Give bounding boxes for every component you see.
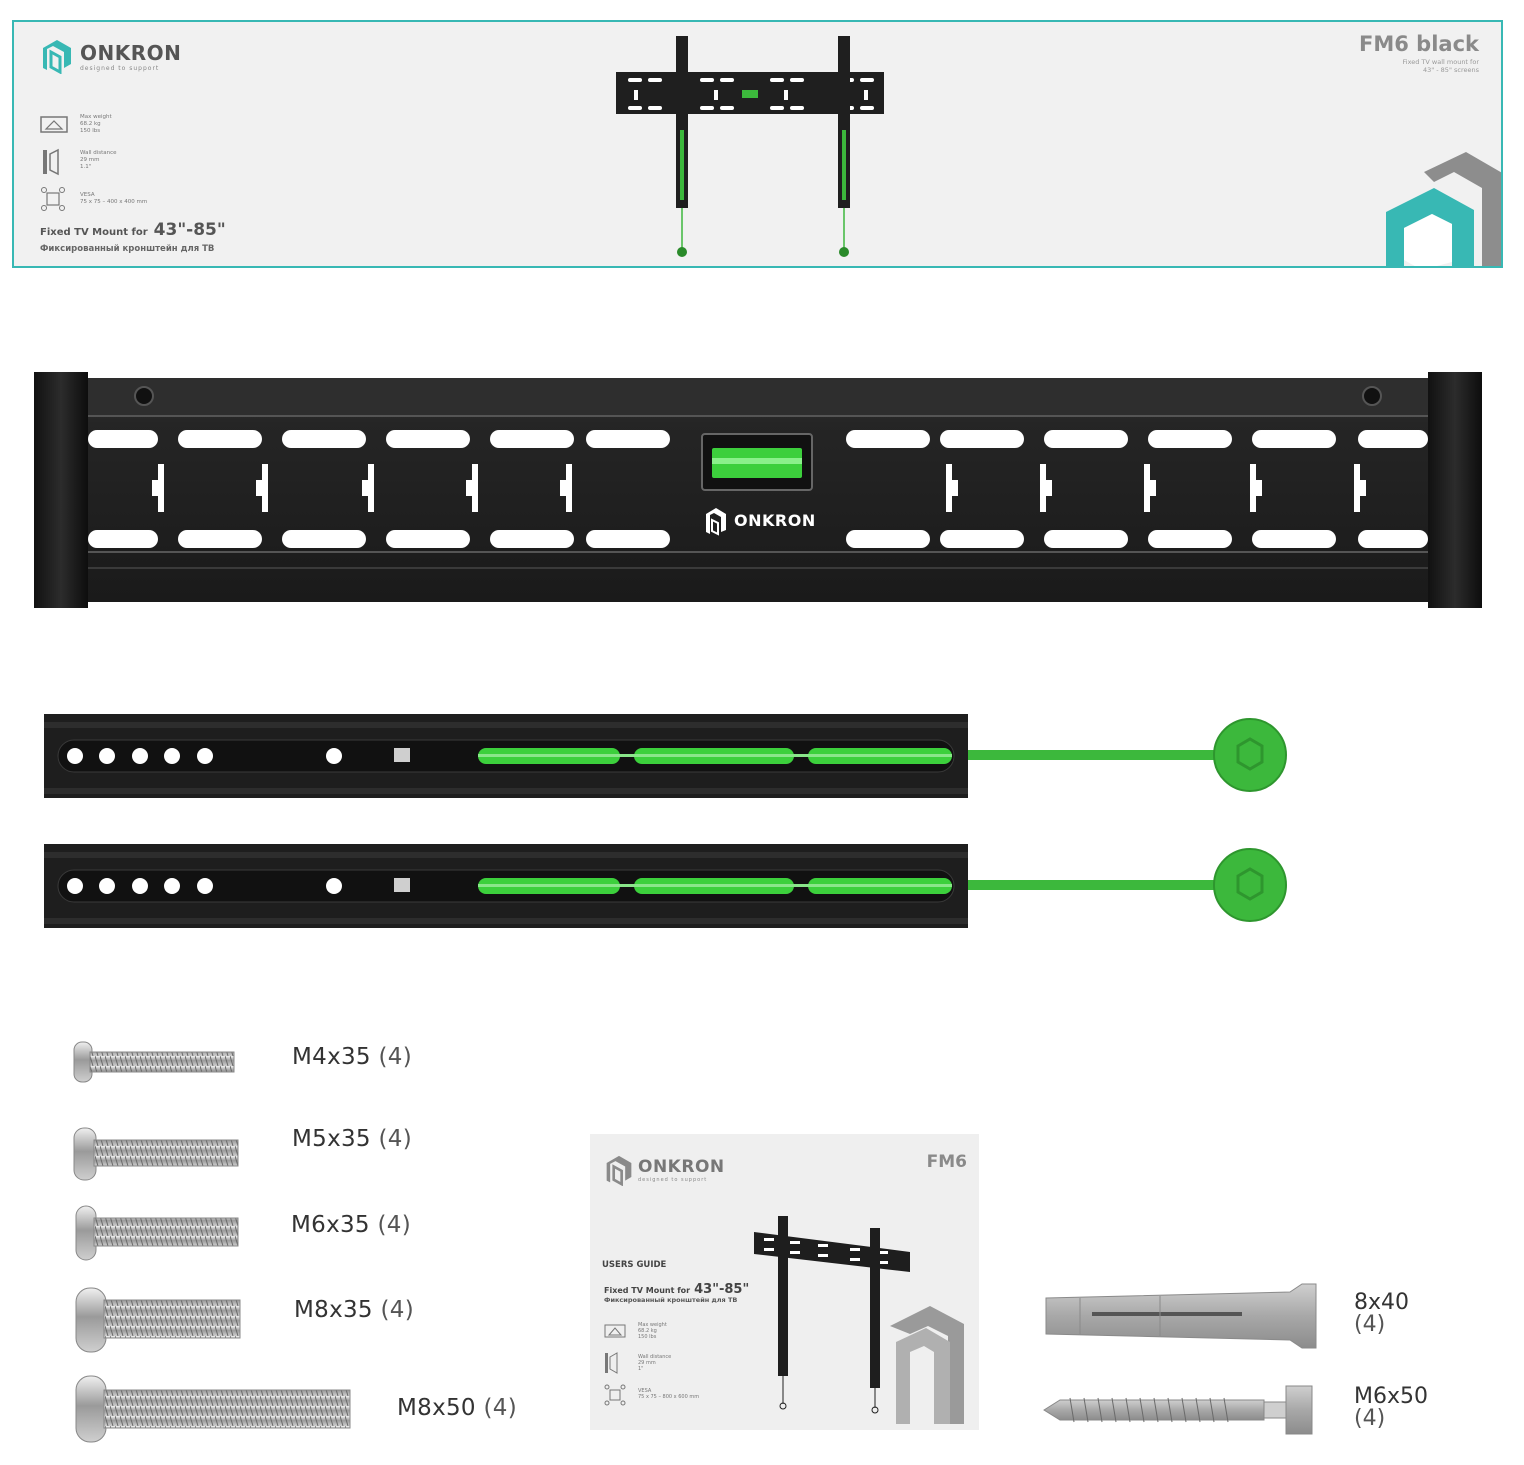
spec-value: 29 mm <box>638 1360 656 1366</box>
screw-m4x35 <box>73 1041 235 1083</box>
box-mount-for: Fixed TV Mount for 43"-85" <box>40 220 226 240</box>
spec-label: VESA <box>80 192 95 198</box>
manual-mount-size: 43"-85" <box>694 1282 750 1297</box>
manual-spec-wall-distance: Wall distance 29 mm 1" <box>638 1354 671 1372</box>
manual-ru-description: Фиксированный кронштейн для ТВ <box>604 1296 738 1304</box>
wall-distance-icon <box>605 1352 618 1374</box>
screw-label-m4x35: M4x35 (4) <box>292 1044 412 1070</box>
plate-slots <box>88 430 1428 548</box>
box-subdescription: Fixed TV wall mount for 43" - 85" screen… <box>1403 58 1479 74</box>
spec-value: 75 x 75 – 400 x 400 mm <box>80 199 148 205</box>
box-brand: ONKRON designed to support <box>40 38 181 74</box>
screws-illustration <box>73 1041 351 1443</box>
spec-value: 68.2 kg <box>638 1328 657 1334</box>
vesa-icon <box>604 1384 626 1406</box>
spec-value: 29 mm <box>80 157 100 163</box>
plate-brand-name: ONKRON <box>734 511 816 530</box>
box-mount-illustration <box>616 36 884 257</box>
screw-qty: (4) <box>483 1395 517 1421</box>
vertical-arms <box>44 714 1287 928</box>
screw-label-m6x35: M6x35 (4) <box>291 1212 411 1238</box>
onkron-logo-icon <box>606 1155 632 1186</box>
screw-m6x35 <box>75 1205 239 1261</box>
weight-icon <box>604 1324 626 1338</box>
manual-brand-name: ONKRON <box>638 1157 725 1177</box>
screw-qty: (4) <box>378 1044 412 1070</box>
spec-value: 150 lbs <box>638 1334 657 1340</box>
anchor-qty: (4) <box>1354 1406 1386 1431</box>
vertical-arm <box>44 844 1287 928</box>
anchor-label-8x40: 8x40 (4) <box>1354 1292 1409 1336</box>
spec-label: VESA <box>638 1388 652 1394</box>
wall-plug-8x40 <box>1045 1283 1317 1349</box>
screw-m8x50 <box>75 1375 351 1443</box>
box-big-logo-icon <box>1386 152 1501 266</box>
spec-value: 1" <box>638 1366 644 1372</box>
spec-value: 75 x 75 – 800 x 600 mm <box>638 1394 700 1400</box>
product-box-label: ONKRON designed to support Max weight 68… <box>12 20 1503 268</box>
spec-value: 1.1" <box>80 164 92 170</box>
plate-onkron-logo-icon <box>706 508 726 536</box>
wall-distance-icon <box>43 148 59 176</box>
anchor-qty: (4) <box>1354 1312 1386 1337</box>
manual-brand: ONKRON designed to support <box>604 1154 725 1186</box>
weight-icon <box>40 116 68 133</box>
manual-tagline: designed to support <box>638 1177 708 1183</box>
manual-mount-for-text: Fixed TV Mount for <box>604 1286 691 1295</box>
screw-label-m5x35: M5x35 (4) <box>292 1126 412 1152</box>
spec-label: Wall distance <box>638 1354 672 1360</box>
anchor-size: 8x40 <box>1354 1290 1410 1315</box>
screw-label-m8x50: M8x50 (4) <box>397 1395 517 1421</box>
wall-plate <box>34 372 1482 608</box>
lag-bolt-m6x50 <box>1043 1385 1313 1435</box>
spec-value: 68.2 kg <box>80 121 101 127</box>
manual-spec-vesa: VESA 75 x 75 – 800 x 600 mm <box>638 1388 699 1400</box>
box-ru-description: Фиксированный кронштейн для ТВ <box>40 244 215 254</box>
spec-label: Max weight <box>638 1322 667 1328</box>
spec-label: Wall distance <box>80 150 117 156</box>
screw-label-m8x35: M8x35 (4) <box>294 1297 414 1323</box>
screw-m8x35 <box>75 1287 241 1353</box>
box-mount-for-text: Fixed TV Mount for <box>40 227 148 238</box>
anchors-illustration <box>1043 1283 1317 1435</box>
screw-qty: (4) <box>378 1126 412 1152</box>
spec-value: 150 lbs <box>80 128 101 134</box>
anchor-size: M6x50 <box>1354 1384 1428 1409</box>
box-brand-name: ONKRON <box>80 40 182 65</box>
subdesc-line: Fixed TV wall mount for <box>1402 58 1479 66</box>
vertical-arm <box>44 714 1287 798</box>
manual-spec-weight: Max weight 68.2 kg 150 lbs <box>638 1322 667 1340</box>
user-manual: ONKRON designed to support FM6 USERS GUI… <box>590 1134 979 1430</box>
box-mount-size: 43"-85" <box>153 220 226 240</box>
screw-size: M8x50 <box>397 1395 476 1421</box>
subdesc-line: 43" - 85" screens <box>1422 66 1479 74</box>
screw-qty: (4) <box>377 1212 411 1238</box>
box-tagline: designed to support <box>80 64 160 72</box>
screw-qty: (4) <box>380 1297 414 1323</box>
screw-size: M4x35 <box>292 1044 371 1070</box>
manual-guide-title: USERS GUIDE <box>602 1260 667 1270</box>
box-model-title: FM6 black <box>1359 32 1479 56</box>
screw-size: M5x35 <box>292 1126 371 1152</box>
screw-m5x35 <box>73 1127 239 1181</box>
onkron-logo-icon <box>43 40 71 74</box>
manual-model: FM6 <box>926 1152 967 1172</box>
spec-label: Max weight <box>80 114 112 120</box>
vesa-icon <box>41 187 65 211</box>
anchor-label-m6x50: M6x50 (4) <box>1354 1386 1428 1430</box>
manual-mount-illustration <box>754 1216 964 1424</box>
screw-size: M8x35 <box>294 1297 373 1323</box>
screw-size: M6x35 <box>291 1212 370 1238</box>
